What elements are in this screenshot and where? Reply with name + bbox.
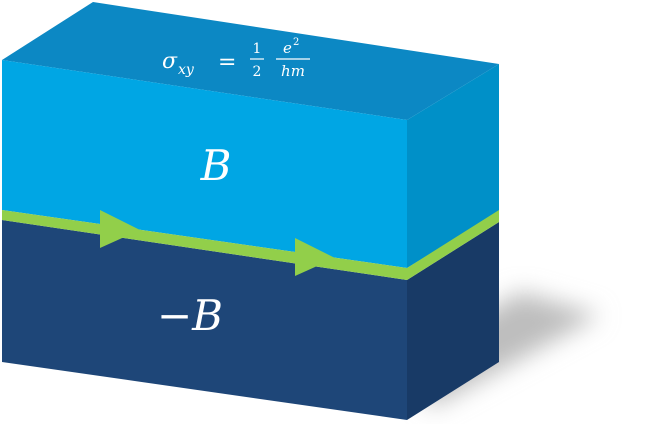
formula-half-denominator: 2 — [253, 64, 262, 80]
edge-arrow-left — [100, 210, 140, 248]
formula-equals: = — [218, 50, 236, 75]
edge-channel-side — [407, 210, 499, 280]
upper-side-face — [407, 64, 499, 268]
formula-e-exponent: 2 — [293, 37, 299, 48]
formula-sigma: σ — [162, 49, 178, 74]
upper-field-label: B — [200, 141, 232, 190]
formula-subscript: xy — [178, 62, 195, 78]
formula-e: e — [283, 39, 292, 57]
formula-half-numerator: 1 — [253, 41, 262, 57]
block-top-face — [2, 2, 499, 120]
lower-side-face — [407, 222, 499, 420]
hall-conductivity-formula: σ xy = 1 2 e 2 hm — [162, 37, 310, 80]
formula-hm: hm — [281, 62, 305, 80]
lower-field-label: −B — [157, 291, 223, 340]
edge-arrow-right — [295, 238, 335, 276]
